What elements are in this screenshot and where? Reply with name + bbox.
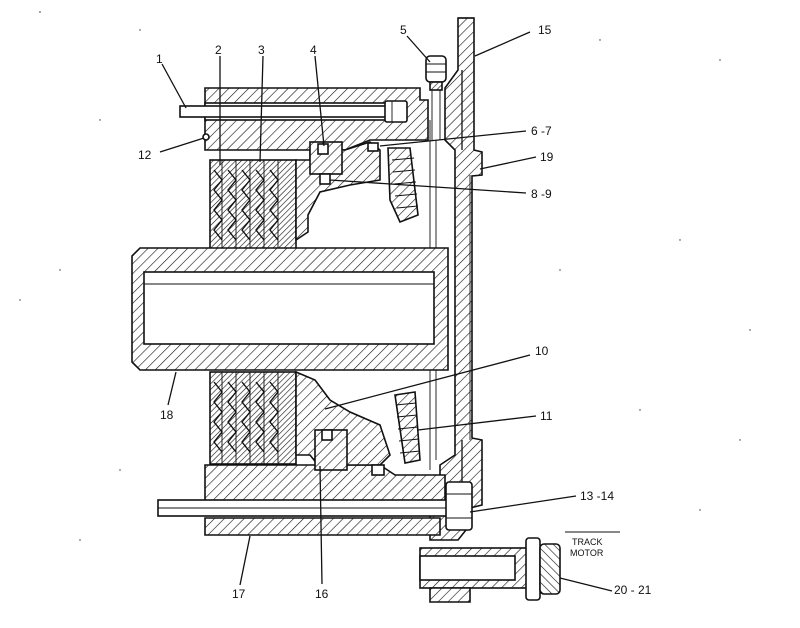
lower-bolt <box>157 481 473 531</box>
motor-flange-housing <box>429 17 483 541</box>
callout-13-14: 13 -14 <box>580 489 614 503</box>
piston-seal-upper <box>309 141 343 185</box>
track-motor-label-line2: MOTOR <box>570 548 604 558</box>
leader-lines <box>159 31 620 592</box>
piston-seal-lower <box>314 429 385 476</box>
callout-4: 4 <box>310 43 317 57</box>
callout-19: 19 <box>540 150 554 164</box>
upper-bolt <box>179 100 408 123</box>
callout-6-7: 6 -7 <box>531 124 552 138</box>
callout-5: 5 <box>400 23 407 37</box>
callout-18: 18 <box>160 408 174 422</box>
callout-labels: 1 2 3 4 5 15 6 -7 12 19 8 -9 10 11 18 13… <box>138 23 652 601</box>
callout-17: 17 <box>232 587 246 601</box>
callout-8-9: 8 -9 <box>531 187 552 201</box>
friction-disc-stack-lower <box>209 371 297 465</box>
callout-15: 15 <box>538 23 552 37</box>
o-ring-12 <box>202 133 210 141</box>
callout-1: 1 <box>156 52 163 66</box>
callout-2: 2 <box>215 43 222 57</box>
callout-10: 10 <box>535 344 549 358</box>
scan-speckles <box>19 11 751 541</box>
track-motor-label-line1: TRACK <box>572 537 603 547</box>
callout-3: 3 <box>258 43 265 57</box>
callout-11: 11 <box>540 409 553 423</box>
track-motor-spline <box>419 537 561 603</box>
o-ring-6-7 <box>367 142 379 152</box>
input-shaft <box>131 247 449 371</box>
belleville-spring-lower <box>394 391 421 464</box>
friction-disc-stack-upper <box>209 159 297 251</box>
callout-20-21: 20 - 21 <box>614 583 652 597</box>
callout-12: 12 <box>138 148 152 162</box>
callout-16: 16 <box>315 587 329 601</box>
breather-fitting <box>425 55 447 140</box>
